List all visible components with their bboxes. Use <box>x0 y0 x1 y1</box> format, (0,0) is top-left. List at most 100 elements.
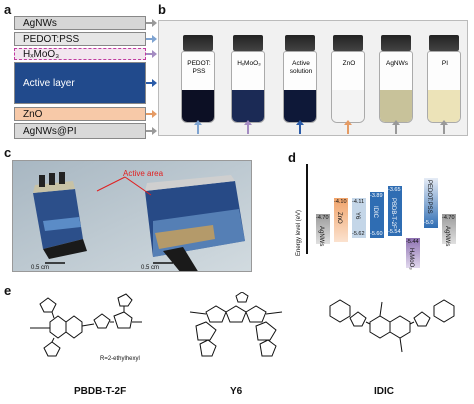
device-photo-drawing <box>13 161 251 271</box>
level-value: -5.60 <box>370 231 383 237</box>
layer-label: ZnO <box>23 108 43 120</box>
layer-zno: ZnO <box>14 107 146 121</box>
layer-pedot: PEDOT:PSS <box>14 32 146 46</box>
scale-bar-label-right: 0.5 cm <box>141 265 160 271</box>
vial-pi: PI <box>427 35 461 125</box>
bar-idic <box>370 192 384 238</box>
vial-cap <box>183 35 213 51</box>
vials-photo: PEDOT: PSS HₓMoO₃ Active solution ZnO Ag… <box>158 20 468 136</box>
layer-hxmoo3: HₓMoO₃ <box>14 48 146 60</box>
bar-y6 <box>352 198 366 238</box>
vial-active: Active solution <box>283 35 317 125</box>
up-arrow <box>296 120 304 134</box>
vial-liquid <box>332 90 364 122</box>
level-value: -3.65 <box>388 187 401 193</box>
vial-zno: ZnO <box>331 35 365 125</box>
vial-liquid <box>428 90 460 122</box>
up-arrow <box>440 120 448 134</box>
vial-glass: PEDOT: PSS <box>181 51 215 123</box>
molecule-label-y6: Y6 <box>230 386 243 397</box>
level-value: -5.0 <box>424 220 434 226</box>
vial-glass: PI <box>427 51 461 123</box>
up-arrow <box>244 120 252 134</box>
arrow-line <box>146 38 154 40</box>
scale-bar-label-left: 0.5 cm <box>31 265 50 271</box>
arrow-head <box>152 79 157 87</box>
bar-agnws-right <box>442 214 456 244</box>
layer-label: PEDOT:PSS <box>23 33 80 45</box>
vial-glass: Active solution <box>283 51 317 123</box>
arrow-line <box>146 113 154 115</box>
vial-cap <box>333 35 363 51</box>
arrow-head <box>152 127 157 135</box>
vial-glass: AgNWs <box>379 51 413 123</box>
layer-agnws-pi: AgNWs@PI <box>14 123 146 139</box>
material-name: AgNWs <box>318 226 324 247</box>
panel-letter-a: a <box>4 2 12 17</box>
up-arrow <box>392 120 400 134</box>
arrow-head <box>152 110 157 118</box>
arrow-head <box>152 35 157 43</box>
arrow-head <box>152 19 157 27</box>
level-value: -4.11 <box>352 199 365 205</box>
vial-liquid <box>232 90 264 122</box>
molecule-label-pbdb: PBDB-T-2F <box>74 386 127 397</box>
layer-label: Active layer <box>23 77 75 89</box>
vial-liquid <box>284 90 316 122</box>
vial-agnws: AgNWs <box>379 35 413 125</box>
material-name: HₓMoO₃ <box>408 248 414 270</box>
level-value: -5.54 <box>388 229 401 235</box>
material-name: ZnO <box>336 212 342 224</box>
panel-letter-e: e <box>4 283 12 298</box>
material-name: Y6 <box>354 212 360 220</box>
material-name: PBDB-T-2F <box>390 198 396 229</box>
material-name: AgNWs <box>444 226 450 247</box>
arrow-head <box>152 50 157 58</box>
vial-label: ZnO <box>342 60 356 67</box>
vial-label: PI <box>441 60 449 67</box>
vial-liquid <box>380 90 412 122</box>
bar-pedot <box>424 178 438 228</box>
vial-liquid <box>182 90 214 122</box>
bar-pbdb <box>388 186 402 236</box>
vial-pedot: PEDOT: PSS <box>181 35 215 125</box>
panel-letter-c: c <box>4 145 12 160</box>
active-area-label: Active area <box>123 169 164 178</box>
level-value: -4.70 <box>316 215 329 221</box>
molecular-structures <box>30 292 455 357</box>
vial-glass: ZnO <box>331 51 365 123</box>
bar-hxmoo3 <box>406 238 420 268</box>
panel-letter-b: b <box>158 2 166 17</box>
material-name: IDIC <box>372 206 378 218</box>
vial-hxmoo3: HₓMoO₃ <box>231 35 265 125</box>
level-value: -4.10 <box>334 199 347 205</box>
level-value: -5.44 <box>406 239 419 245</box>
vial-cap <box>381 35 411 51</box>
arrow-line <box>146 53 154 55</box>
level-value: -5.62 <box>352 231 365 237</box>
arrow-line <box>146 82 154 84</box>
layer-agnws-top: AgNWs <box>14 16 146 30</box>
layer-label: AgNWs <box>23 17 57 29</box>
vial-cap <box>233 35 263 51</box>
vial-label: Active solution <box>289 60 313 75</box>
arrow-line <box>146 22 154 24</box>
level-value: -3.89 <box>370 193 383 199</box>
arrow-line <box>146 130 154 132</box>
vial-glass: HₓMoO₃ <box>231 51 265 123</box>
r-group-note: R=2-ethylhexyl <box>100 356 140 362</box>
layer-label: HₓMoO₃ <box>23 48 60 60</box>
molecule-label-idic: IDIC <box>374 386 394 397</box>
layer-label: AgNWs@PI <box>23 125 77 137</box>
device-photo: Active area 0.5 cm 0.5 cm <box>12 160 252 272</box>
bar-zno <box>334 198 348 242</box>
material-name: PEDOT:PSS <box>426 180 432 214</box>
up-arrow <box>194 120 202 134</box>
layer-active: Active layer <box>14 62 146 104</box>
energy-axis <box>306 164 308 254</box>
vial-label: PEDOT: PSS <box>187 60 211 75</box>
panel-letter-d: d <box>288 150 296 165</box>
vial-cap <box>429 35 459 51</box>
vial-label: AgNWs <box>385 60 409 67</box>
level-value: -4.70 <box>442 215 455 221</box>
